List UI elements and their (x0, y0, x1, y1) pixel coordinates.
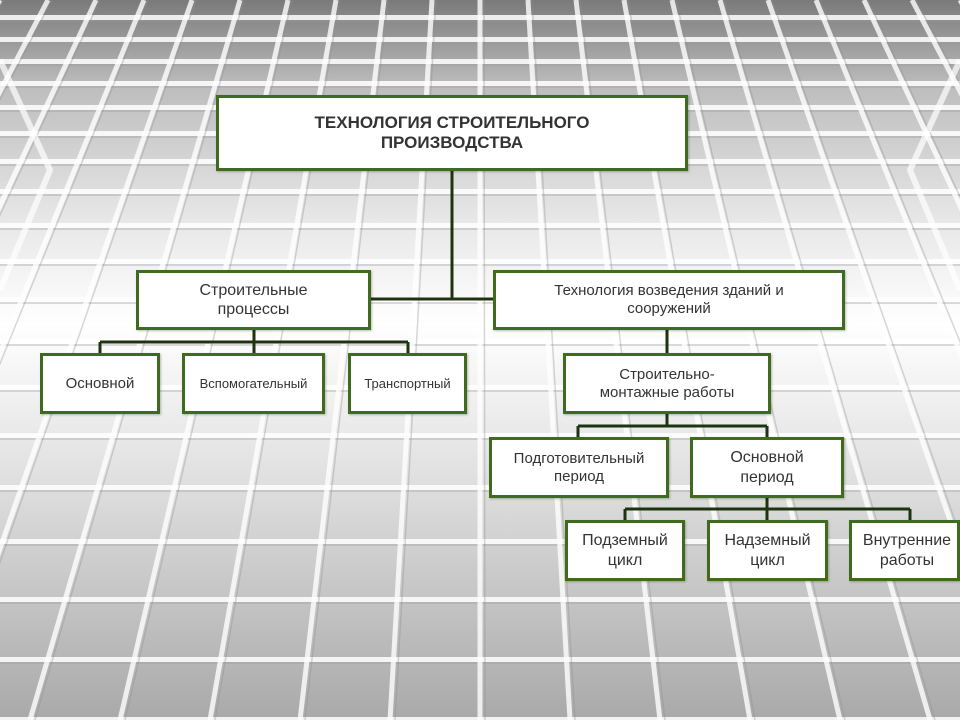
interior-works-label: Внутренние работы (862, 532, 952, 569)
construction-processes-node: Строительные процессы (136, 270, 371, 330)
aboveground-cycle-node: Надземный цикл (707, 520, 828, 581)
building-technology-node: Технология возведения зданий и сооружени… (493, 270, 845, 330)
preparatory-period-node: Подготовительный период (489, 437, 669, 498)
process-main-node: Основной (40, 353, 160, 414)
root-node: ТЕХНОЛОГИЯ СТРОИТЕЛЬНОГО ПРОИЗВОДСТВА (216, 95, 688, 171)
root-label: ТЕХНОЛОГИЯ СТРОИТЕЛЬНОГО ПРОИЗВОДСТВА (314, 112, 590, 152)
process-main-label: Основной (65, 374, 135, 392)
process-auxiliary-node: Вспомогательный (182, 353, 325, 414)
construction-works-label: Строительно-монтажные работы (599, 365, 735, 401)
construction-processes-label: Строительные процессы (199, 281, 308, 318)
building-technology-label: Технология возведения зданий и сооружени… (554, 282, 784, 317)
main-period-label: Основной период (730, 449, 804, 486)
aboveground-cycle-label: Надземный цикл (724, 532, 811, 569)
interior-works-node: Внутренние работы (849, 520, 960, 581)
process-transport-node: Транспортный (348, 353, 467, 414)
underground-cycle-label: Подземный цикл (582, 532, 668, 569)
main-period-node: Основной период (690, 437, 844, 498)
preparatory-period-label: Подготовительный период (513, 449, 645, 485)
process-auxiliary-label: Вспомогательный (199, 375, 308, 391)
underground-cycle-node: Подземный цикл (565, 520, 685, 581)
process-transport-label: Транспортный (364, 375, 451, 391)
construction-works-node: Строительно-монтажные работы (563, 353, 771, 414)
